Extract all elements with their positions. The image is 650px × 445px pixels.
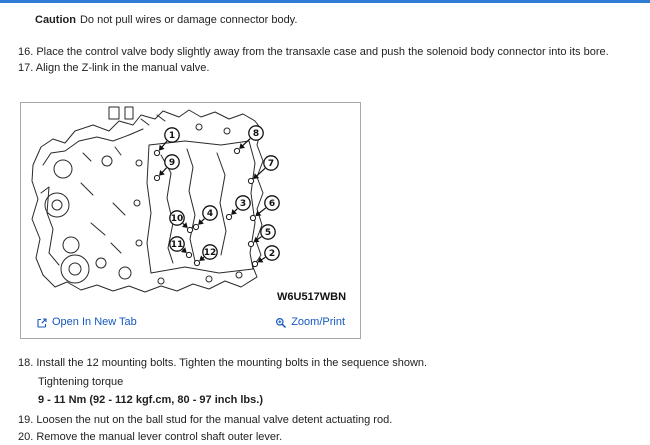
bolt-3 (225, 213, 233, 221)
callout-number-5: 5 (265, 228, 271, 238)
callout-number-9: 9 (169, 158, 175, 168)
figure-panel: 1 8 9 7 3 6 4 10 5 11 12 2 W6U517WBN Open In New Ta… (20, 102, 361, 339)
callout-circle-6 (264, 195, 280, 211)
bolt-11 (185, 251, 193, 259)
callout-circle-4 (202, 205, 218, 221)
callout-number-1: 1 (169, 131, 175, 141)
zoom-print-link[interactable]: Zoom/Print (275, 315, 345, 330)
torque-value: 9 - 11 Nm (92 - 112 kgf.cm, 80 - 97 inch… (38, 394, 263, 406)
callout-circle-5 (260, 224, 276, 240)
callout-circle-8 (248, 125, 264, 141)
bolt-1 (153, 149, 161, 157)
caution-label: Caution (35, 14, 76, 26)
open-in-new-tab-label: Open In New Tab (52, 316, 137, 328)
bolt-12 (193, 259, 201, 267)
bolt-4 (192, 223, 200, 231)
open-in-new-tab-link[interactable]: Open In New Tab (36, 315, 137, 330)
callout-circle-2 (264, 245, 280, 261)
callout-number-8: 8 (253, 129, 259, 139)
step-17: 17. Align the Z-link in the manual valve… (18, 62, 210, 74)
callout-number-7: 7 (268, 159, 274, 169)
callout-number-2: 2 (269, 249, 275, 259)
callout-circle-7 (263, 155, 279, 171)
bolt-2 (251, 260, 259, 268)
callout-circle-12 (202, 244, 218, 260)
callout-number-11: 11 (171, 240, 184, 250)
bolt-5 (247, 240, 255, 248)
external-link-icon (37, 317, 47, 328)
callout-circle-3 (235, 195, 251, 211)
bolt-9 (153, 174, 161, 182)
callout-circle-11 (169, 236, 185, 252)
callout-number-10: 10 (171, 214, 184, 224)
caution-text: Do not pull wires or damage connector bo… (79, 14, 298, 26)
callout-number-3: 3 (240, 199, 246, 209)
callout-circle-10 (169, 210, 185, 226)
callout-circle-1 (164, 127, 180, 143)
top-accent-bar (0, 0, 650, 3)
step-16: 16. Place the control valve body slightl… (18, 46, 609, 58)
step-19: 19. Loosen the nut on the ball stud for … (18, 414, 393, 426)
valve-body-diagram: 1 8 9 7 3 6 4 10 5 11 12 2 W6U517WBN (31, 106, 346, 303)
step-20: 20. Remove the manual lever control shaf… (18, 431, 283, 443)
callout-number-6: 6 (269, 199, 275, 209)
magnifier-icon (276, 317, 287, 328)
figure-links-row: Open In New Tab Zoom/Print (21, 307, 360, 338)
figure-code-label: W6U517WBN (277, 291, 346, 303)
bolt-6 (249, 214, 257, 222)
bolt-10 (186, 226, 194, 234)
bolt-8 (233, 147, 241, 155)
torque-label: Tightening torque (38, 376, 124, 388)
step-18: 18. Install the 12 mounting bolts. Tight… (18, 357, 428, 369)
callout-number-4: 4 (207, 209, 213, 219)
callout-circle-9 (164, 154, 180, 170)
callout-number-12: 12 (204, 248, 217, 258)
bolt-7 (247, 177, 255, 185)
zoom-print-label: Zoom/Print (291, 316, 345, 328)
